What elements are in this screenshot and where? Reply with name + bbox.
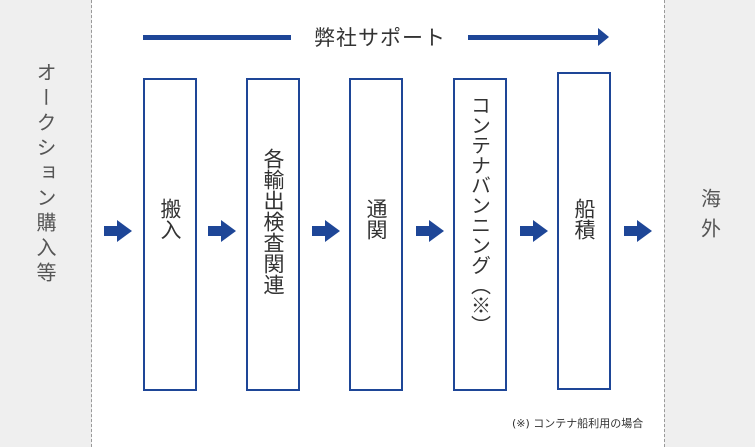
step-box-shipment: 船積 xyxy=(557,72,611,390)
step-label: コンテナバンニング（※） xyxy=(467,95,492,335)
flow-arrow-icon xyxy=(416,220,444,242)
flow-arrow-icon xyxy=(312,220,340,242)
step-label: 通関 xyxy=(364,198,388,240)
step-box-container-vanning: コンテナバンニング（※） xyxy=(453,78,507,391)
step-label: 各輸出検査関連 xyxy=(261,148,285,295)
right-label: 海外 xyxy=(697,188,722,248)
flow-arrow-icon xyxy=(208,220,236,242)
flow-arrow-icon xyxy=(624,220,652,242)
step-label: 船積 xyxy=(572,198,596,240)
flow-arrow-icon xyxy=(104,220,132,242)
support-arrow-head-icon xyxy=(598,28,609,46)
left-panel-auction: オークション購入等 xyxy=(0,0,92,447)
step-box-carry-in: 搬入 xyxy=(143,78,197,391)
flow-arrow-icon xyxy=(520,220,548,242)
step-label: 搬入 xyxy=(158,198,182,240)
step-box-export-inspection: 各輸出検査関連 xyxy=(246,78,300,391)
support-line-right xyxy=(468,35,600,40)
footnote: (※) コンテナ船利用の場合 xyxy=(512,417,644,430)
left-label: オークション購入等 xyxy=(33,62,57,287)
step-box-customs: 通関 xyxy=(349,78,403,391)
support-line-left xyxy=(143,35,291,40)
right-panel-overseas: 海外 xyxy=(664,0,755,447)
support-label: 弊社サポート xyxy=(314,26,446,50)
